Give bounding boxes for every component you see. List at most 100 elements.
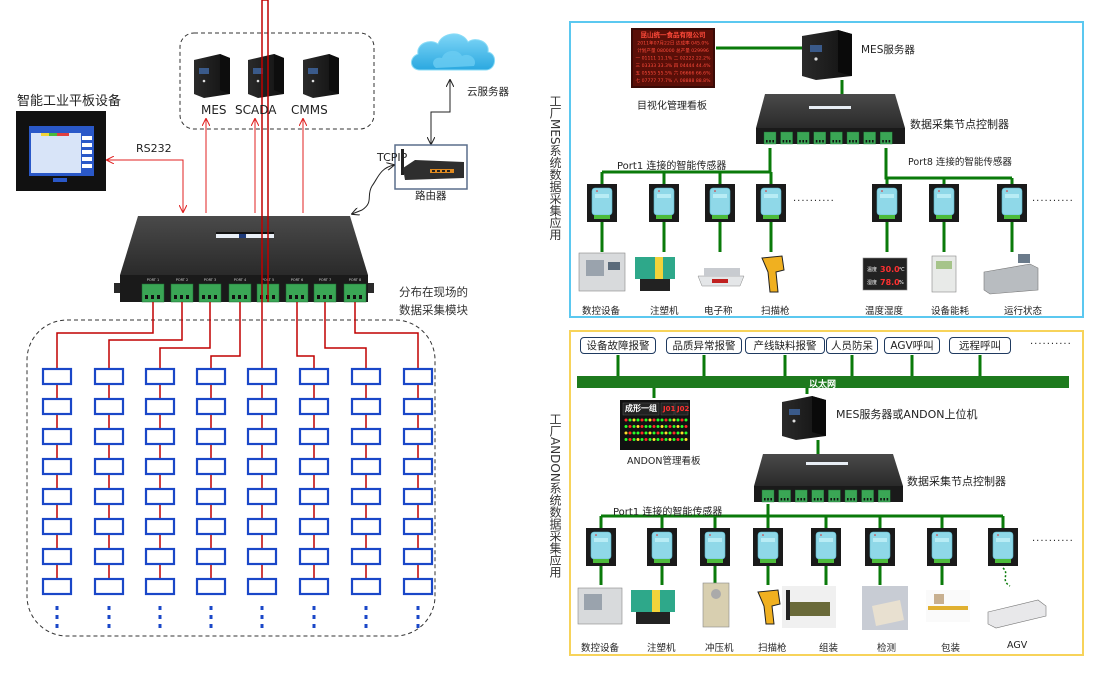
data-module <box>298 577 330 596</box>
svg-text:30.0: 30.0 <box>880 265 900 274</box>
andon-led <box>636 438 640 441</box>
continuation-dot <box>209 615 213 619</box>
server-label-scada: SCADA <box>235 103 277 117</box>
mes-board-label: 目视化管理看板 <box>637 101 707 112</box>
alarm-trigger: 产线缺料报警 <box>745 337 825 354</box>
ethernet-bus <box>577 376 1069 388</box>
andon-led <box>632 438 636 441</box>
data-module <box>402 517 434 536</box>
data-module <box>41 427 73 446</box>
data-module <box>41 517 73 536</box>
cloud-icon <box>411 33 495 71</box>
alarm-trigger: 品质异常报警 <box>666 337 742 354</box>
andon-led <box>644 418 648 422</box>
andon-led <box>632 418 636 422</box>
andon-ellipsis: ·········· <box>1032 536 1074 547</box>
continuation-dot <box>55 615 59 619</box>
port-terminal <box>811 489 824 503</box>
andon-led <box>628 431 632 435</box>
continuation-dot <box>107 606 111 610</box>
data-module <box>298 517 330 536</box>
andon-led <box>676 418 680 422</box>
continuation-dot <box>55 624 59 628</box>
port-label: PORT 3 <box>204 278 217 282</box>
andon-led <box>660 438 664 441</box>
smart-sensor-module <box>647 528 677 566</box>
agv-wireless-link <box>1002 567 1011 587</box>
data-module <box>41 577 73 596</box>
andon-board-label: ANDON管理看板 <box>627 456 701 467</box>
device-label: 检测 <box>877 643 897 654</box>
data-module <box>93 487 125 506</box>
andon-led <box>664 438 668 441</box>
data-module <box>144 547 176 566</box>
data-module <box>41 547 73 566</box>
continuation-dot <box>312 606 316 610</box>
device-label: 设备能耗 <box>931 306 970 317</box>
data-module <box>298 487 330 506</box>
andon-led <box>624 425 628 428</box>
port-terminal <box>780 131 793 145</box>
andon-led <box>680 431 684 435</box>
svg-text:湿度: 湿度 <box>867 279 877 286</box>
board-led-line: 三 03333 33.3% 四 04444 44.4% <box>636 63 712 69</box>
andon-led <box>664 418 668 422</box>
andon-led <box>640 438 644 441</box>
agv-icon <box>987 599 1047 629</box>
data-module <box>144 427 176 446</box>
andon-led <box>624 431 628 435</box>
continuation-dot <box>158 624 162 628</box>
data-module <box>246 367 278 386</box>
continuation-dot <box>416 624 420 628</box>
device-label: 注塑机 <box>647 643 676 654</box>
port-terminal <box>846 131 860 145</box>
andon-led <box>628 425 632 428</box>
andon-led <box>656 425 660 428</box>
data-module <box>144 577 176 596</box>
rs232-label: RS232 <box>136 142 172 155</box>
data-module <box>93 547 125 566</box>
module-column <box>41 302 154 628</box>
continuation-dot <box>364 606 368 610</box>
andon-led <box>684 438 688 441</box>
cloud-router-link <box>431 80 450 144</box>
data-module <box>350 547 382 566</box>
alarm-trigger: AGV呼叫 <box>884 337 940 354</box>
andon-controller-label: 数据采集节点控制器 <box>907 475 1006 488</box>
andon-led <box>680 425 684 428</box>
data-module <box>144 457 176 476</box>
andon-led <box>684 418 688 422</box>
mes-port8-label: Port8 连接的智能传感器 <box>908 157 1012 168</box>
data-module <box>93 457 125 476</box>
data-module <box>144 367 176 386</box>
andon-led <box>676 431 680 435</box>
server-label-mes: MES <box>201 103 227 117</box>
andon-led <box>636 425 640 428</box>
andon-led <box>664 431 668 435</box>
data-module <box>93 367 125 386</box>
mes-port1-ellipsis: ·········· <box>793 196 835 207</box>
mes-controller-label: 数据采集节点控制器 <box>910 118 1009 131</box>
data-module <box>195 547 227 566</box>
module-column <box>144 302 211 628</box>
smart-sensor-module <box>997 184 1027 222</box>
continuation-dot <box>312 615 316 619</box>
device-label: AGV <box>1007 640 1028 651</box>
smart-sensor-module <box>587 184 617 222</box>
andon-led <box>648 438 652 441</box>
data-module <box>350 367 382 386</box>
continuation-dot <box>416 606 420 610</box>
port-terminal <box>778 489 791 503</box>
port-label: PORT 8 <box>349 278 362 282</box>
mes-controller-ports <box>763 131 893 145</box>
data-module <box>402 487 434 506</box>
data-module <box>350 487 382 506</box>
data-module <box>402 547 434 566</box>
port-terminal <box>861 489 874 503</box>
andon-led <box>684 431 688 435</box>
ethernet-bus-label: 以太网 <box>809 380 837 390</box>
andon-board <box>620 400 690 450</box>
data-module <box>93 427 125 446</box>
data-module <box>246 397 278 416</box>
